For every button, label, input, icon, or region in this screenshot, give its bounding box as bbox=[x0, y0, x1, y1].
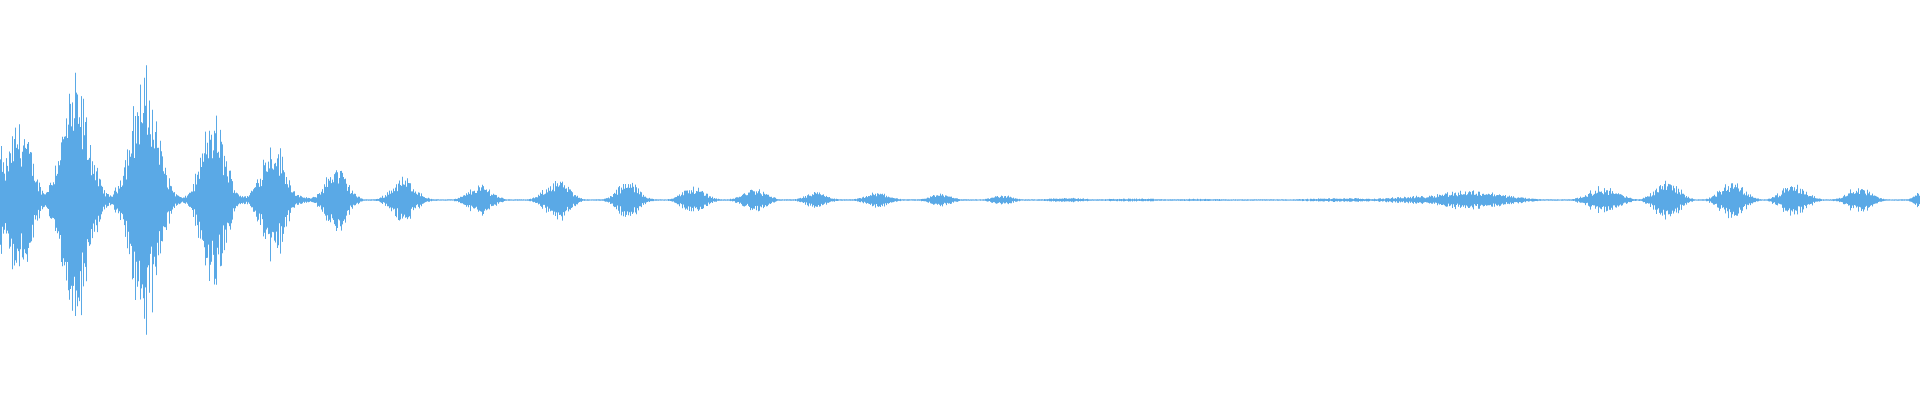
waveform-bars bbox=[0, 65, 1920, 335]
